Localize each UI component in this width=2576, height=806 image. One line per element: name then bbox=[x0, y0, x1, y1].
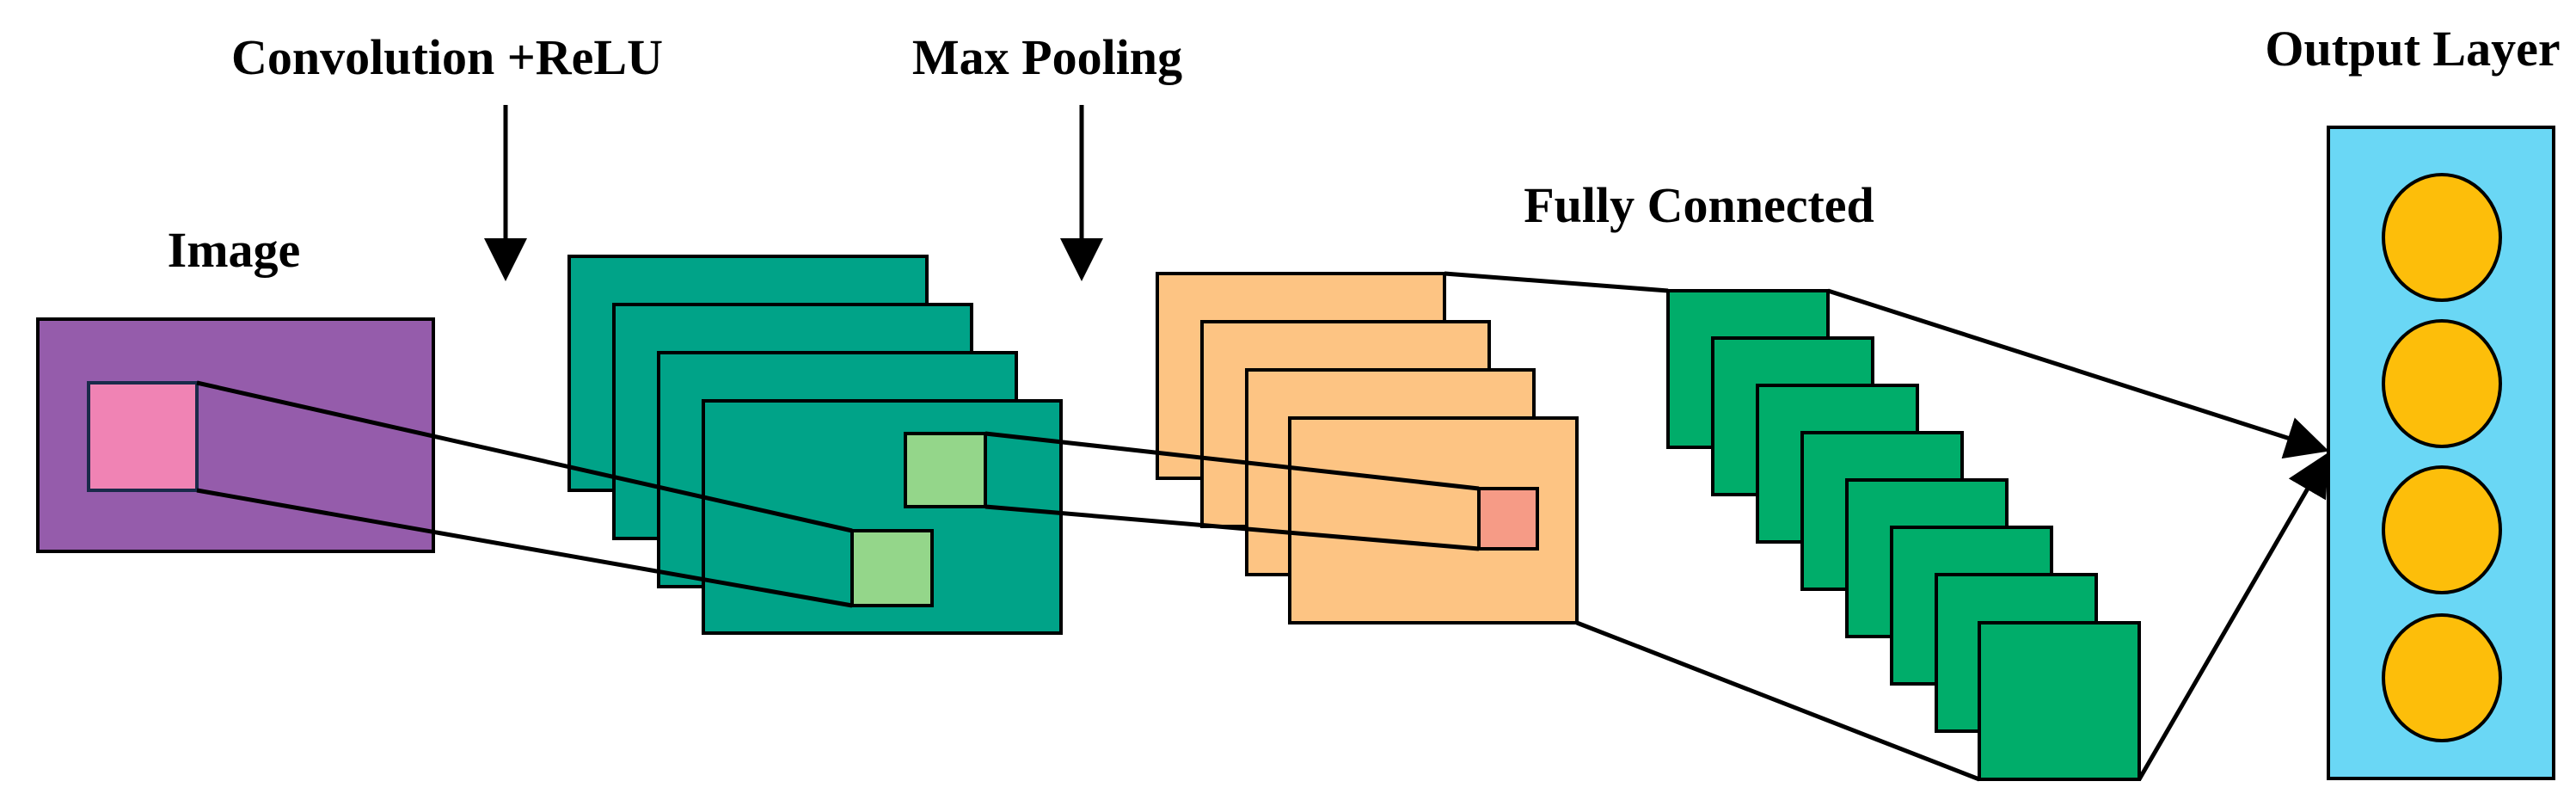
label-max-pooling: Max Pooling bbox=[912, 29, 1182, 85]
arrow-fc-to-output bbox=[1827, 288, 2329, 459]
connector-conv-to-pool bbox=[984, 431, 1480, 491]
label-fully-connected: Fully Connected bbox=[1524, 177, 1874, 233]
output-node bbox=[2382, 613, 2502, 742]
input-image bbox=[36, 317, 435, 553]
connection-lines bbox=[196, 271, 2329, 782]
conv-patch-small bbox=[904, 432, 987, 508]
label-output-layer: Output Layer bbox=[2265, 21, 2560, 77]
image-patch bbox=[87, 381, 199, 492]
connector-image-to-conv bbox=[196, 488, 853, 608]
fc-unit bbox=[1978, 621, 2141, 781]
connector-conv-to-pool bbox=[984, 504, 1480, 551]
label-convolution-relu: Convolution +ReLU bbox=[231, 29, 663, 85]
pool-patch bbox=[1477, 487, 1539, 551]
fully-connected-units bbox=[1666, 289, 2141, 781]
output-node bbox=[2382, 173, 2502, 302]
pooling-feature-maps bbox=[1156, 272, 1579, 624]
output-layer bbox=[2327, 126, 2555, 780]
conv-patch-output bbox=[850, 529, 934, 607]
convolution-feature-maps bbox=[567, 255, 1063, 635]
connector-pool-to-fc bbox=[1444, 271, 1669, 293]
connector-image-to-conv bbox=[196, 380, 853, 533]
label-image: Image bbox=[168, 222, 301, 278]
output-node bbox=[2382, 465, 2502, 594]
output-node bbox=[2382, 319, 2502, 448]
arrow-fc-to-output bbox=[2137, 452, 2329, 781]
connector-pool-to-fc bbox=[1576, 620, 1980, 782]
